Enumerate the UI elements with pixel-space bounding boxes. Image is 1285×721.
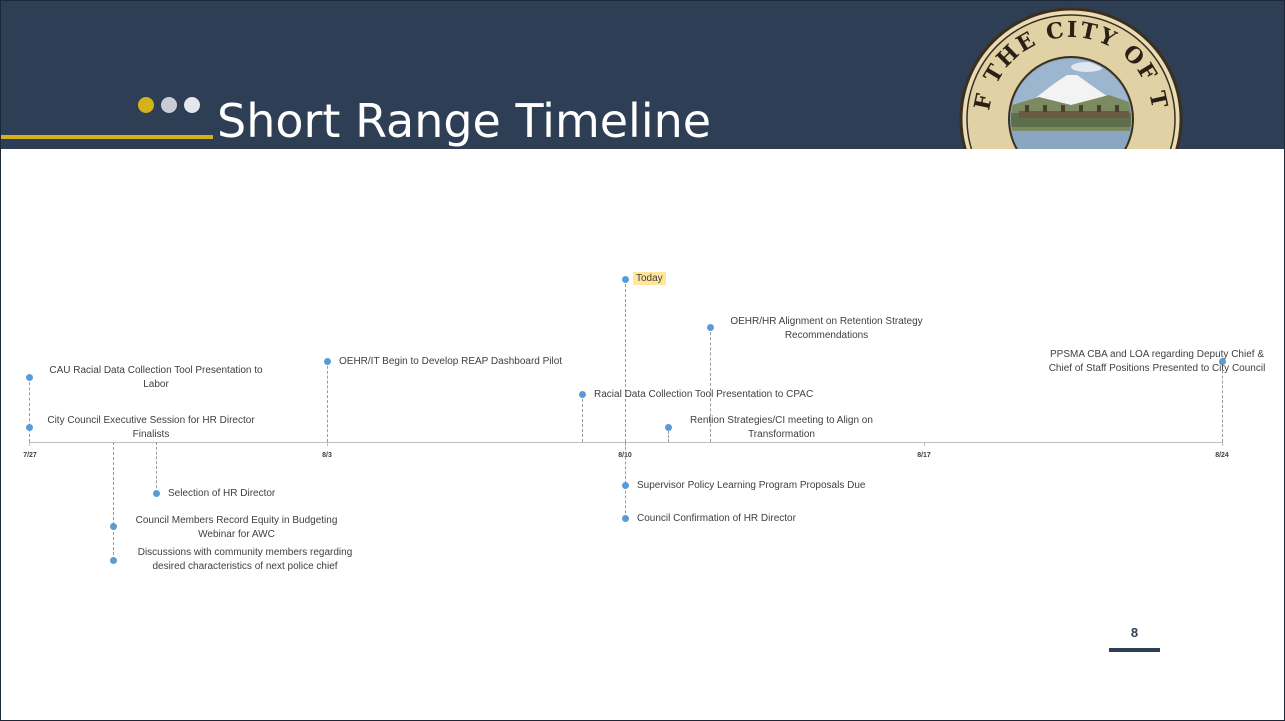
event-council-confirmation: Council Confirmation of HR Director: [637, 513, 796, 524]
event-equity-budgeting: Council Members Record Equity in Budgeti…: [135, 515, 338, 540]
event-supervisor-policy: Supervisor Policy Learning Program Propo…: [637, 480, 866, 491]
event-stem: [582, 394, 583, 442]
event-cau-racial-data: CAU Racial Data Collection Tool Presenta…: [49, 365, 263, 390]
event-marker: [26, 424, 33, 431]
event-stem: [668, 427, 669, 442]
event-rention-strategies: Rention Strategies/CI meeting to Align o…: [690, 415, 873, 440]
event-retention-strategy: OEHR/HR Alignment on Retention Strategy …: [730, 316, 923, 341]
today-marker: [622, 276, 629, 283]
slide-title: Short Range Timeline: [217, 94, 712, 148]
today-label: Today: [633, 272, 666, 285]
event-marker: [26, 374, 33, 381]
event-stem: [156, 442, 157, 493]
axis-label-8-24: 8/24: [1215, 452, 1229, 459]
event-marker: [153, 490, 160, 497]
axis-tick: [29, 442, 30, 446]
axis-label-8-3: 8/3: [322, 452, 332, 459]
gray-dot: [161, 97, 177, 113]
event-marker: [579, 391, 586, 398]
light-dot: [184, 97, 200, 113]
axis-tick: [327, 442, 328, 446]
event-cpac-presentation: Racial Data Collection Tool Presentation…: [594, 389, 814, 400]
event-stem: [625, 279, 626, 442]
event-stem: [625, 442, 626, 518]
page-number: 8: [1130, 625, 1139, 640]
event-stem: [710, 327, 711, 442]
event-marker: [622, 482, 629, 489]
event-marker: [707, 324, 714, 331]
event-today: Today: [633, 272, 666, 286]
event-police-chief-discussions: Discussions with community members regar…: [137, 547, 353, 572]
slide-header: Short Range Timeline: [1, 1, 1284, 149]
event-selection-hr-director: Selection of HR Director: [168, 488, 276, 499]
event-stem: [1222, 361, 1223, 442]
event-exec-session: City Council Executive Session for HR Di…: [47, 415, 255, 440]
gold-dot: [138, 97, 154, 113]
event-marker: [665, 424, 672, 431]
axis-label-7-27: 7/27: [23, 452, 37, 459]
event-ppsma-cba: PPSMA CBA and LOA regarding Deputy Chief…: [1048, 349, 1266, 374]
event-marker: [1219, 358, 1226, 365]
event-stem: [29, 377, 30, 442]
event-marker: [622, 515, 629, 522]
event-stem: [327, 361, 328, 442]
page-number-underline: [1109, 648, 1160, 652]
title-accent-bar: [1, 135, 213, 139]
city-seal-logo: SEAL OF THE CITY OF TACOMA: [959, 1, 1183, 149]
title-dots: [138, 97, 200, 113]
event-marker: [324, 358, 331, 365]
axis-label-8-17: 8/17: [917, 452, 931, 459]
event-marker: [110, 557, 117, 564]
axis-tick: [924, 442, 925, 446]
axis-tick: [1222, 442, 1223, 446]
event-marker: [110, 523, 117, 530]
event-reap-dashboard: OEHR/IT Begin to Develop REAP Dashboard …: [339, 356, 563, 367]
event-stem: [113, 442, 114, 560]
